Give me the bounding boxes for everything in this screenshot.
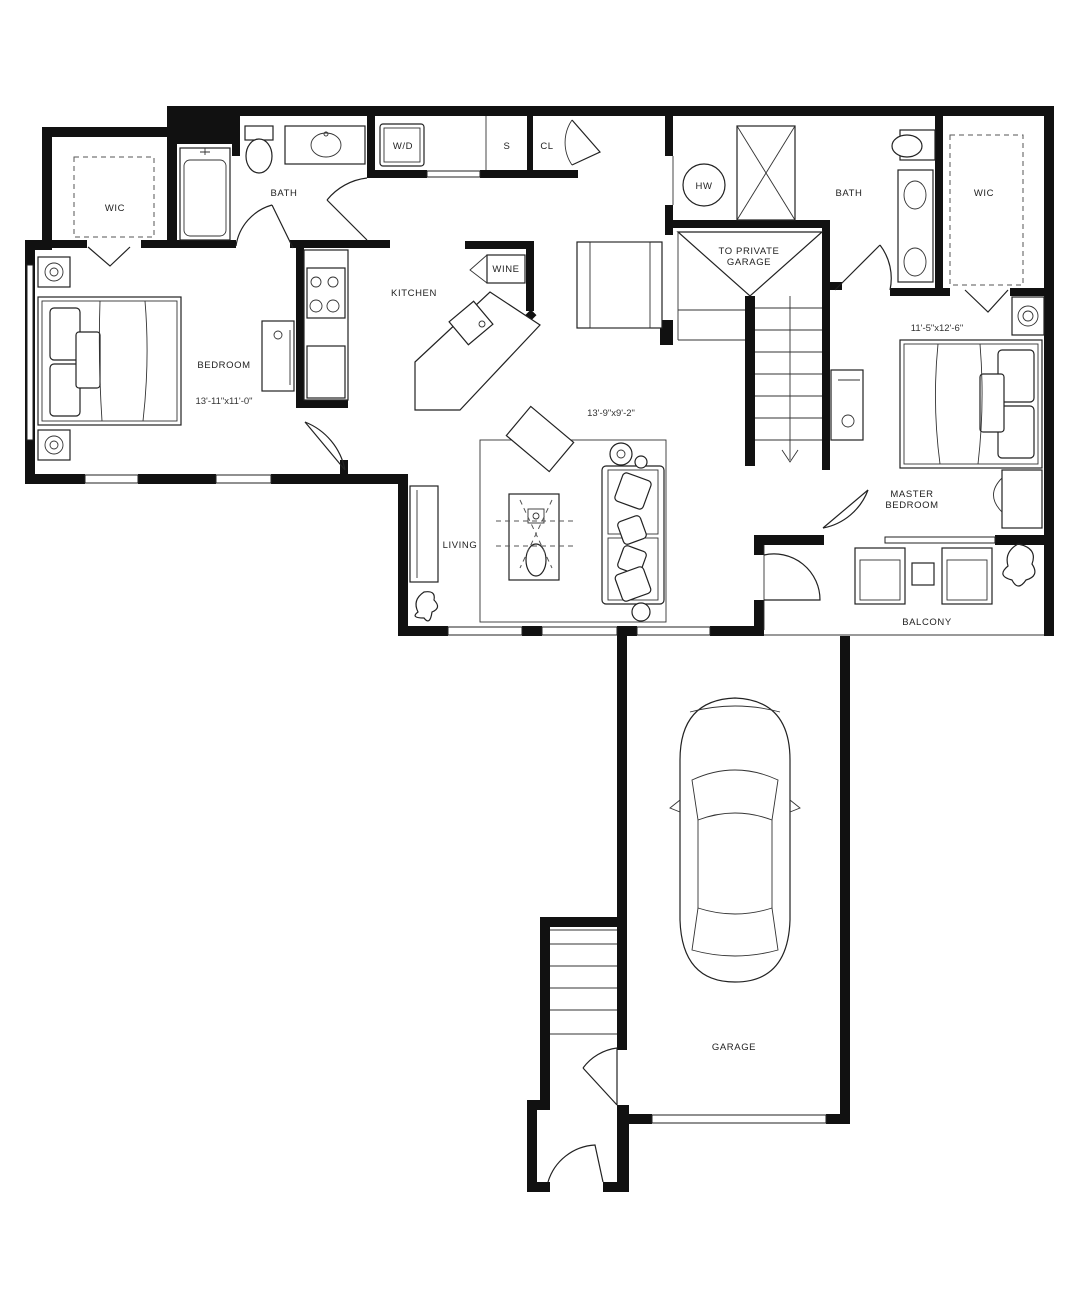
stairs-to-garage (676, 231, 824, 463)
dim-bedroom: 13'-11"x11'-0" (195, 396, 252, 407)
label-bedroom: BEDROOM (197, 360, 250, 371)
label-living: LIVING (443, 540, 478, 551)
label-bath-left: BATH (270, 188, 297, 199)
garage-entry-stairs (547, 929, 618, 1183)
laundry-closets (379, 116, 601, 170)
label-master-bedroom-1: MASTER (890, 489, 933, 500)
left-bedroom-furniture (37, 256, 346, 471)
kitchen-fixtures (303, 241, 663, 411)
master-bedroom-furniture (822, 296, 1045, 544)
label-balcony: BALCONY (902, 617, 952, 628)
label-closet: CL (540, 141, 553, 152)
living-furniture (409, 405, 667, 623)
garage-car (669, 697, 801, 983)
dim-master-bedroom: 11'-5"x12'-6" (911, 323, 963, 334)
balcony-furniture (763, 543, 1044, 636)
dim-living: 13'-9"x9'-2" (587, 408, 635, 419)
label-master-bedroom-2: BEDROOM (885, 500, 938, 511)
label-hw: HW (695, 181, 712, 192)
right-bath-fixtures (736, 125, 936, 291)
label-garage: GARAGE (712, 1042, 756, 1053)
label-wine: WINE (492, 264, 519, 275)
water-heater (672, 156, 726, 207)
windows (26, 170, 827, 1124)
left-bath-fixtures (179, 125, 368, 249)
label-wic-left: WIC (105, 203, 125, 214)
walls (25, 106, 1054, 1192)
label-bath-right: BATH (835, 188, 862, 199)
label-kitchen: KITCHEN (391, 288, 437, 299)
label-to-private-garage-2: GARAGE (727, 257, 771, 268)
room-labels: WIC BATH W/D S CL HW TO PRIVATE GARAGE B… (105, 141, 994, 1053)
label-wic-right: WIC (974, 188, 994, 199)
left-wic (73, 156, 155, 267)
label-wd: W/D (393, 141, 413, 152)
right-wic (949, 134, 1024, 313)
label-storage: S (504, 141, 511, 152)
label-to-private-garage-1: TO PRIVATE (719, 246, 780, 257)
